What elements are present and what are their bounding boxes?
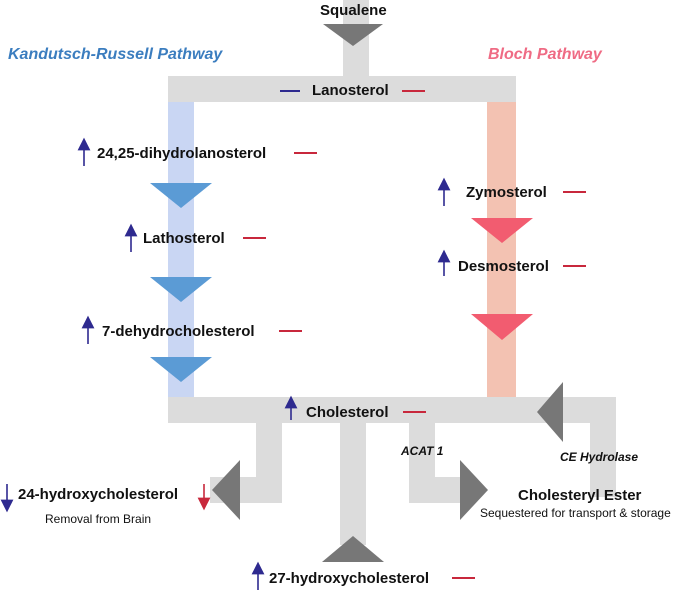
bloch-track bbox=[487, 102, 516, 397]
arrow-24oh bbox=[212, 460, 240, 520]
kr-arrow-1 bbox=[150, 183, 212, 208]
bloch-arrow-2 bbox=[471, 314, 533, 340]
removal-note: Removal from Brain bbox=[45, 512, 152, 526]
lanosterol-bar bbox=[168, 76, 516, 102]
arrow-ester bbox=[460, 460, 488, 520]
kr-arrow-3 bbox=[150, 357, 212, 382]
change-indicators bbox=[0, 90, 586, 590]
sequestered-note: Sequestered for transport & storage bbox=[480, 506, 671, 520]
main-tracks bbox=[168, 0, 616, 545]
bloch-arrow-1 bbox=[471, 218, 533, 243]
zymosterol-label: Zymosterol bbox=[466, 184, 547, 201]
kr-track bbox=[168, 102, 194, 397]
lanosterol-label: Lanosterol bbox=[312, 82, 389, 99]
cholesterol-label: Cholesterol bbox=[306, 404, 389, 421]
branch-ester-horizontal bbox=[409, 477, 469, 503]
hydroxy24-label: 24-hydroxycholesterol bbox=[18, 486, 179, 503]
arrow-27oh bbox=[322, 536, 384, 562]
kr-arrow-2 bbox=[150, 277, 212, 302]
dehydrocholesterol-label: 7-dehydrocholesterol bbox=[102, 323, 255, 340]
kandutsch-russell-title: Kandutsch-Russell Pathway bbox=[8, 46, 223, 63]
ce-hydrolase-return bbox=[590, 397, 616, 497]
cholesteryl-ester-label: Cholesteryl Ester bbox=[518, 487, 642, 504]
dihydrolanosterol-label: 24,25-dihydrolanosterol bbox=[97, 145, 267, 162]
acat1-label: ACAT 1 bbox=[401, 444, 444, 458]
lathosterol-label: Lathosterol bbox=[143, 230, 225, 247]
arrow-ce-hydrolase bbox=[537, 382, 563, 442]
squalene-arrow bbox=[323, 24, 383, 46]
branch-27oh-vertical bbox=[340, 423, 366, 545]
desmosterol-label: Desmosterol bbox=[458, 258, 549, 275]
hydroxy27-label: 27-hydroxycholesterol bbox=[269, 570, 430, 587]
squalene-label: Squalene bbox=[320, 2, 387, 19]
ce-hydrolase-label: CE Hydrolase bbox=[560, 450, 639, 464]
bloch-title: Bloch Pathway bbox=[488, 46, 602, 63]
